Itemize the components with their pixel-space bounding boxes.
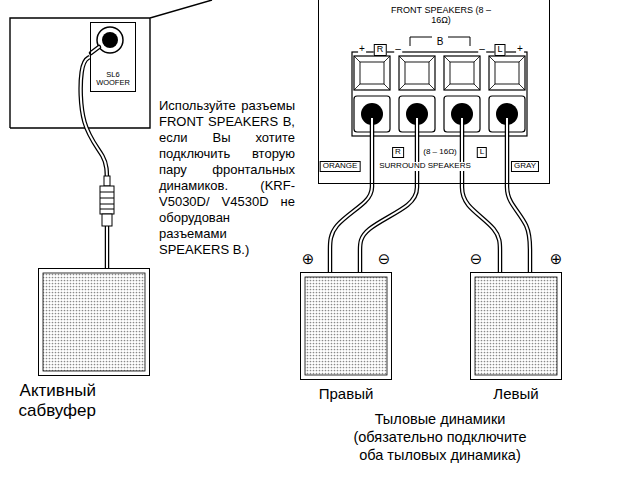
label-holder: SURROUND SPEAKERS — [378, 154, 472, 172]
color-code: GRAY — [511, 161, 539, 172]
text-holder: Правый — [319, 385, 374, 402]
note-text: Используйте разъемы FRONT SPEAKERS B, ес… — [158, 98, 296, 258]
terminal-button — [489, 56, 525, 90]
terminal-button-face — [450, 62, 474, 84]
label-holder: + — [516, 38, 524, 56]
polarity-mark: – — [394, 43, 402, 54]
device-label: Левый — [493, 385, 538, 402]
channel-mark: L — [494, 44, 505, 56]
channel-mark: R — [374, 44, 387, 56]
terminal-button — [399, 56, 435, 90]
text-holder: Активный сабвуфер — [1, 381, 96, 420]
terminal-bevel — [399, 56, 435, 90]
caption-text: Тыловые динамики (обязательно подключите… — [345, 410, 535, 464]
speaker-wire-core — [506, 118, 508, 184]
label-holder: ORANGE — [320, 154, 361, 172]
polarity-symbol: ⊕ — [549, 251, 564, 268]
label-holder: ⊕ — [301, 250, 316, 268]
speaker-wire — [462, 184, 500, 272]
device-label: Активный сабвуфер — [1, 381, 96, 420]
label-holder: Используйте разъемы FRONT SPEAKERS B, ес… — [158, 98, 296, 258]
speaker-wire — [330, 184, 372, 272]
b-bracket — [410, 37, 470, 46]
terminal-button — [354, 56, 390, 90]
speaker: Левый — [470, 272, 562, 380]
label-holder: Тыловые динамики (обязательно подключите… — [345, 410, 535, 464]
terminal-button — [444, 56, 480, 90]
speaker: Правый — [300, 272, 392, 380]
label-holder: – — [394, 38, 402, 56]
speaker-wire — [360, 184, 417, 272]
terminal-bevel — [354, 56, 390, 90]
wire-core — [360, 184, 417, 272]
channel-mark: L — [477, 147, 487, 158]
speaker-wire — [507, 184, 530, 272]
label-holder: L — [477, 140, 487, 158]
polarity-mark: + — [516, 43, 524, 54]
speaker-wire — [415, 114, 420, 184]
wire-core — [507, 184, 530, 272]
label-holder: (8 – 16Ω) — [422, 140, 458, 158]
subwoofer: Активный сабвуфер — [38, 268, 150, 376]
speaker-wire — [505, 114, 510, 184]
label-holder: – — [478, 38, 486, 56]
terminal-button-face — [495, 62, 519, 84]
label-holder: + — [358, 38, 366, 56]
device-label: Правый — [319, 385, 374, 402]
speaker-set-mark: B — [436, 36, 445, 47]
channel-mark: R — [392, 147, 404, 158]
label-holder: ⊖ — [377, 250, 392, 268]
jack-cable — [91, 47, 99, 53]
terminal-bevel — [489, 56, 525, 90]
terminal-button-face — [360, 62, 384, 84]
text-holder: Левый — [493, 385, 538, 402]
label-holder: GRAY — [511, 154, 539, 172]
label-holder: R — [392, 140, 404, 158]
wire-jacket — [360, 184, 417, 272]
wire-core — [462, 184, 500, 272]
terminals — [354, 56, 525, 132]
polarity-mark: + — [358, 43, 366, 54]
rca-plug — [100, 176, 114, 226]
speaker-grille — [305, 277, 387, 375]
terminal-title: SURROUND SPEAKERS — [378, 162, 472, 171]
panel-wires — [372, 114, 507, 184]
jack-ring — [97, 27, 123, 53]
text-holder: FRONT SPEAKERS (8 – 16Ω) — [391, 5, 491, 26]
wire-jacket — [330, 184, 372, 272]
speaker-wire — [460, 114, 465, 184]
label-holder: B — [436, 31, 445, 49]
text-holder: SL6 WOOFER — [91, 71, 135, 88]
terminal-block — [352, 52, 527, 136]
subwoofer-grille — [43, 273, 145, 371]
wire-jacket — [507, 184, 530, 272]
speaker-grille — [475, 277, 557, 375]
label-holder: ⊕ — [549, 250, 564, 268]
wire-jacket — [462, 184, 500, 272]
terminal-button-face — [405, 62, 429, 84]
polarity-mark: – — [478, 43, 486, 54]
color-code: ORANGE — [320, 161, 361, 172]
polarity-symbol: ⊖ — [377, 251, 392, 268]
terminal-bevel — [444, 56, 480, 90]
jack-label: SL6 WOOFER — [93, 71, 133, 88]
wire-jacket — [81, 57, 107, 268]
impedance-label: (8 – 16Ω) — [422, 148, 458, 157]
jack-panel: SL6 WOOFER — [90, 22, 136, 92]
speaker-wire-core — [371, 118, 373, 184]
speaker-wire-core — [416, 118, 418, 184]
polarity-symbol: ⊕ — [301, 251, 316, 268]
label-holder: ⊖ — [469, 250, 484, 268]
label-holder: R — [374, 38, 387, 56]
label-holder: L — [494, 38, 505, 56]
jack-hole — [102, 32, 118, 48]
panel-title: FRONT SPEAKERS (8 – 16Ω) — [391, 5, 491, 26]
subwoofer-cable — [81, 57, 107, 268]
speaker-wire — [370, 114, 375, 184]
speaker-wire-core — [461, 118, 463, 184]
wire-core — [81, 57, 107, 268]
polarity-symbol: ⊖ — [469, 251, 484, 268]
wire-core — [330, 184, 372, 272]
